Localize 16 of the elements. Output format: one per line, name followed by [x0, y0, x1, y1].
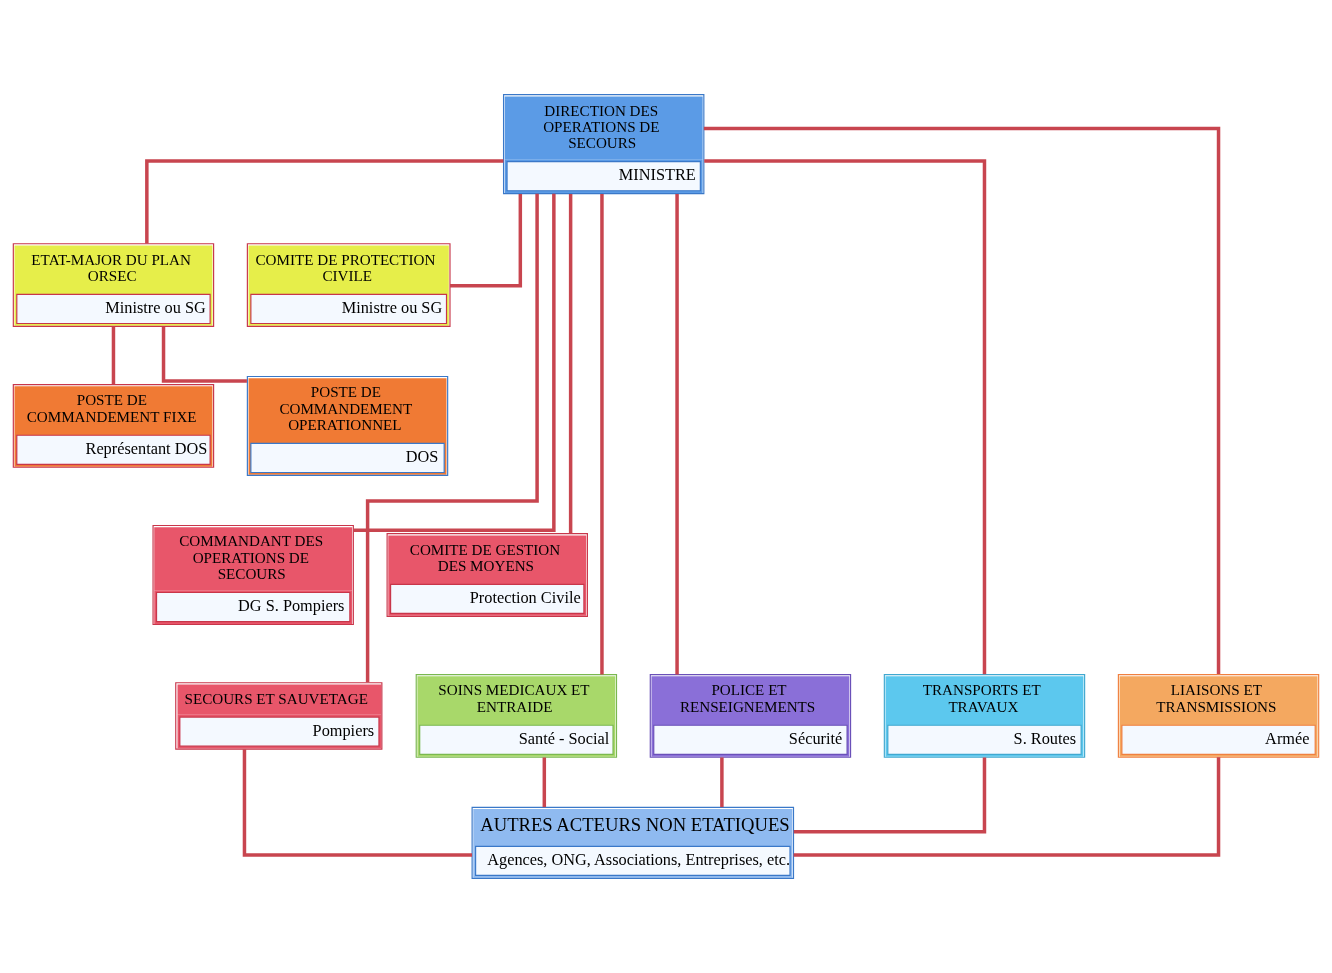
connector	[242, 749, 473, 857]
connector	[568, 194, 573, 534]
connector	[365, 193, 539, 683]
connector	[145, 159, 504, 244]
connector	[793, 757, 1221, 857]
connector	[720, 757, 724, 808]
connector	[703, 126, 1221, 675]
connector	[450, 194, 523, 288]
connector	[704, 159, 987, 675]
connector	[793, 757, 987, 834]
connector	[161, 326, 247, 383]
connector	[600, 193, 604, 675]
connector	[675, 193, 679, 675]
connector	[353, 193, 556, 532]
connector	[542, 757, 547, 808]
connector	[111, 326, 116, 385]
